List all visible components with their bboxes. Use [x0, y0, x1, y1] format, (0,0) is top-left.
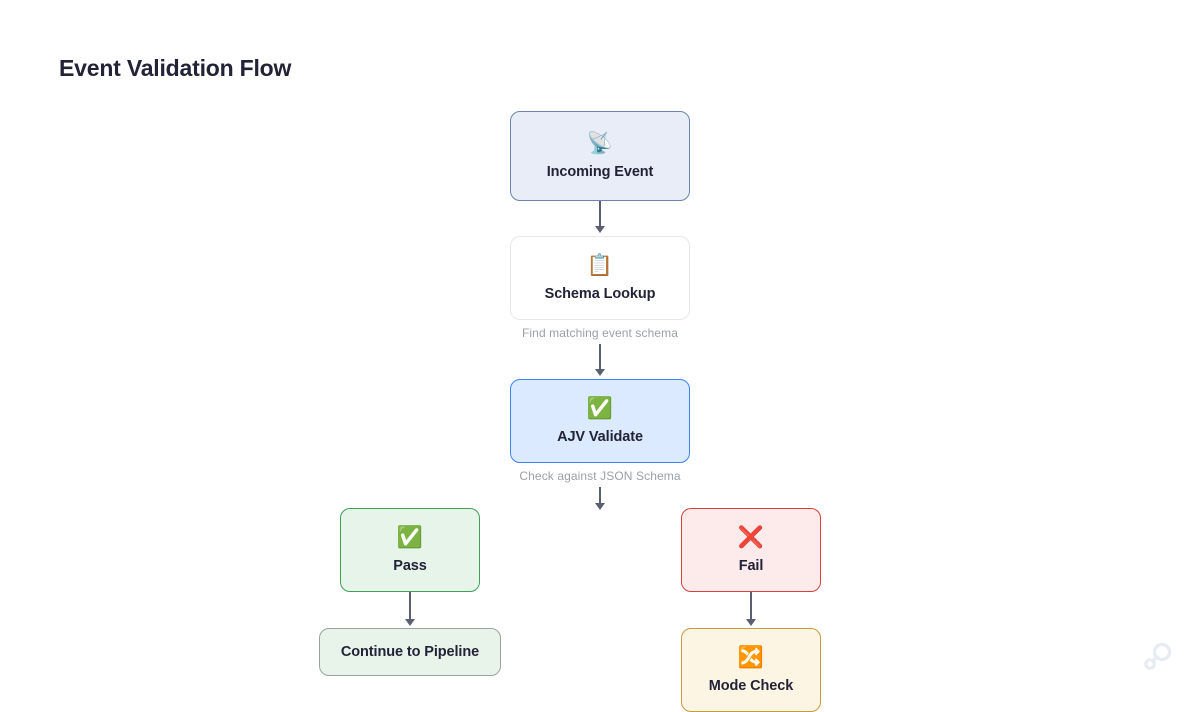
node-caption-ajv-validate: Check against JSON Schema	[519, 469, 681, 483]
node-mode-check[interactable]: 🔀 Mode Check	[681, 628, 821, 712]
check-mark-button-icon: ✅	[586, 396, 614, 420]
shuffle-icon: 🔀	[737, 645, 765, 669]
node-fail[interactable]: ❌ Fail	[681, 508, 821, 592]
node-label: AJV Validate	[557, 428, 643, 445]
loop-logo-watermark	[1144, 642, 1172, 670]
satellite-antenna-icon: 📡	[586, 131, 614, 155]
check-mark-button-icon: ✅	[396, 525, 424, 549]
node-label: Schema Lookup	[544, 285, 656, 302]
node-continue-to-pipeline[interactable]: Continue to Pipeline	[319, 628, 501, 676]
node-caption-schema-lookup: Find matching event schema	[521, 326, 678, 340]
node-ajv-validate[interactable]: ✅ AJV Validate	[510, 379, 690, 463]
node-pass[interactable]: ✅ Pass	[340, 508, 480, 592]
node-label: Incoming Event	[546, 163, 654, 180]
node-label: Continue to Pipeline	[340, 644, 480, 660]
node-label: Pass	[393, 557, 427, 574]
node-label: Mode Check	[708, 677, 794, 694]
node-schema-lookup[interactable]: 📋 Schema Lookup	[510, 236, 690, 320]
node-label: Fail	[738, 557, 764, 574]
clipboard-icon: 📋	[586, 253, 614, 277]
page-title: Event Validation Flow	[59, 55, 292, 82]
node-incoming-event[interactable]: 📡 Incoming Event	[510, 111, 690, 201]
cross-mark-icon: ❌	[737, 525, 765, 549]
